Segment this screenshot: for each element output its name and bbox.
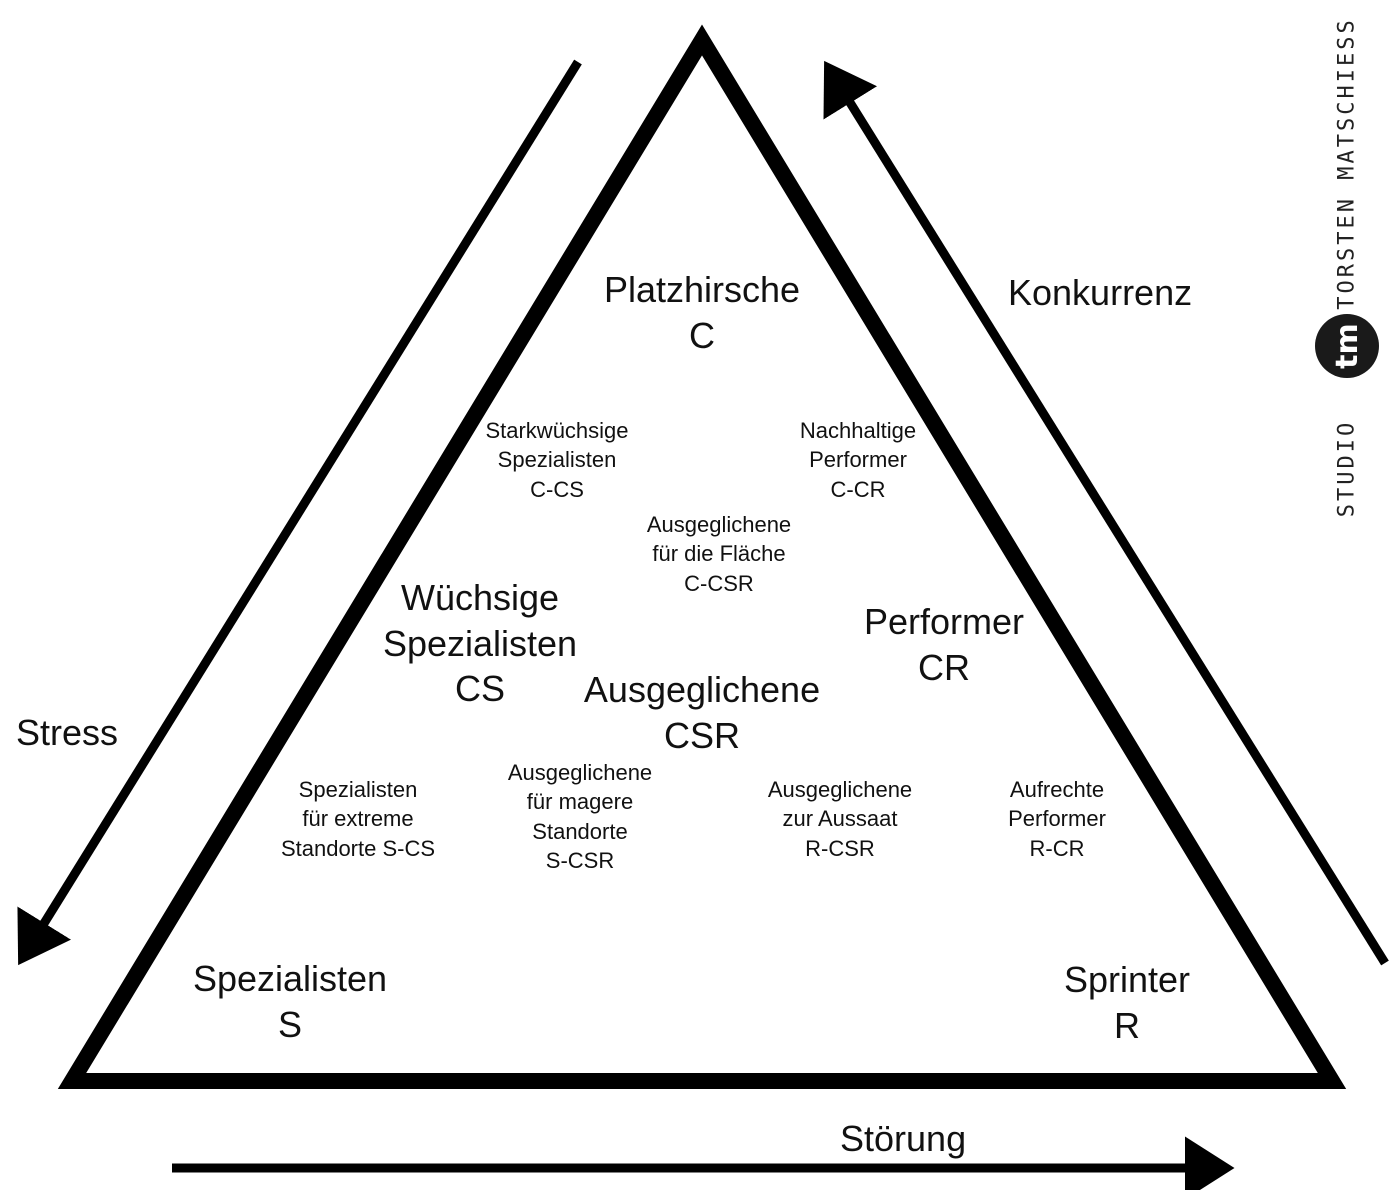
- sub-label-c-cr: Nachhaltige Performer C-CR: [758, 416, 958, 504]
- mid-label-csr: Ausgeglichene CSR: [552, 667, 852, 758]
- sub-r-csr-line-3: R-CSR: [805, 835, 875, 861]
- sub-s-cs-line-2: für extreme: [302, 806, 414, 832]
- tm-logo-icon: tm: [1315, 314, 1379, 378]
- sub-s-csr-line-3: Standorte: [532, 818, 628, 844]
- mid-label-cr: Performer CR: [794, 599, 1094, 690]
- studio-brand: TORSTEN MATSCHIESS tm STUDIO: [1312, 17, 1382, 517]
- mid-csr-line-2: CSR: [663, 714, 740, 756]
- sub-s-cs-line-3: Standorte S-CS: [280, 835, 436, 861]
- brand-studio-text: STUDIO: [1334, 419, 1360, 518]
- vertex-s-code: S: [277, 1003, 302, 1045]
- sub-label-r-cr: Aufrechte Performer R-CR: [957, 775, 1157, 863]
- vertex-r-code: R: [1114, 1004, 1140, 1046]
- mid-label-cs: Wüchsige Spezialisten CS: [330, 575, 630, 712]
- mid-cr-line-1: Performer: [863, 601, 1025, 642]
- sub-c-cs-line-1: Starkwüchsige: [485, 418, 629, 443]
- sub-c-csr-line-1: Ausgeglichene: [646, 512, 792, 537]
- mid-cs-line-2: Spezialisten: [382, 622, 578, 664]
- sub-label-s-cs: Spezialisten für extreme Standorte S-CS: [248, 775, 468, 863]
- sub-c-cr-line-2: Performer: [809, 447, 907, 473]
- sub-c-cs-line-3: C-CS: [530, 476, 584, 502]
- mid-cs-line-1: Wüchsige: [400, 577, 560, 618]
- konkurrenz-arrow: [823, 60, 1389, 966]
- mid-cr-line-2: CR: [918, 646, 970, 688]
- sub-r-cr-line-1: Aufrechte: [1009, 777, 1105, 802]
- sub-c-cr-line-3: C-CR: [830, 476, 886, 502]
- vertex-c-code: C: [689, 314, 715, 356]
- vertex-r-name: Sprinter: [1063, 959, 1191, 1000]
- vertex-label-s: Spezialisten S: [140, 956, 440, 1047]
- sub-r-csr-line-1: Ausgeglichene: [767, 777, 913, 802]
- sub-r-csr-line-2: zur Aussaat: [782, 806, 898, 832]
- sub-s-cs-line-1: Spezialisten: [298, 777, 418, 802]
- stress-arrow: [17, 59, 582, 966]
- sub-c-csr-line-3: C-CSR: [684, 570, 754, 596]
- stress-label: Stress: [16, 712, 119, 753]
- sub-label-c-csr: Ausgeglichene für die Fläche C-CSR: [609, 510, 829, 598]
- vertex-c-name: Platzhirsche: [603, 269, 801, 310]
- vertex-s-name: Spezialisten: [192, 958, 388, 999]
- brand-name-text: TORSTEN MATSCHIESS: [1334, 17, 1360, 310]
- vertex-label-c: Platzhirsche C: [552, 267, 852, 358]
- sub-s-csr-line-1: Ausgeglichene: [507, 760, 653, 785]
- konkurrenz-label: Konkurrenz: [1008, 272, 1193, 313]
- sub-label-c-cs: Starkwüchsige Spezialisten C-CS: [457, 416, 657, 504]
- sub-label-r-csr: Ausgeglichene zur Aussaat R-CSR: [730, 775, 950, 863]
- sub-r-cr-line-2: Performer: [1008, 806, 1106, 832]
- mid-cs-line-3: CS: [454, 668, 505, 710]
- sub-label-s-csr: Ausgeglichene für magere Standorte S-CSR: [470, 758, 690, 875]
- mid-csr-line-1: Ausgeglichene: [583, 669, 821, 710]
- sub-r-cr-line-3: R-CR: [1029, 835, 1085, 861]
- sub-c-cs-line-2: Spezialisten: [497, 447, 617, 473]
- sub-c-cr-line-1: Nachhaltige: [799, 418, 917, 443]
- sub-c-csr-line-2: für die Fläche: [652, 541, 786, 567]
- stoerung-label: Störung: [840, 1118, 967, 1159]
- vertex-label-r: Sprinter R: [977, 957, 1277, 1048]
- csr-triangle: [57, 24, 1347, 1089]
- sub-s-csr-line-2: für magere: [526, 789, 634, 815]
- sub-s-csr-line-4: S-CSR: [545, 847, 615, 873]
